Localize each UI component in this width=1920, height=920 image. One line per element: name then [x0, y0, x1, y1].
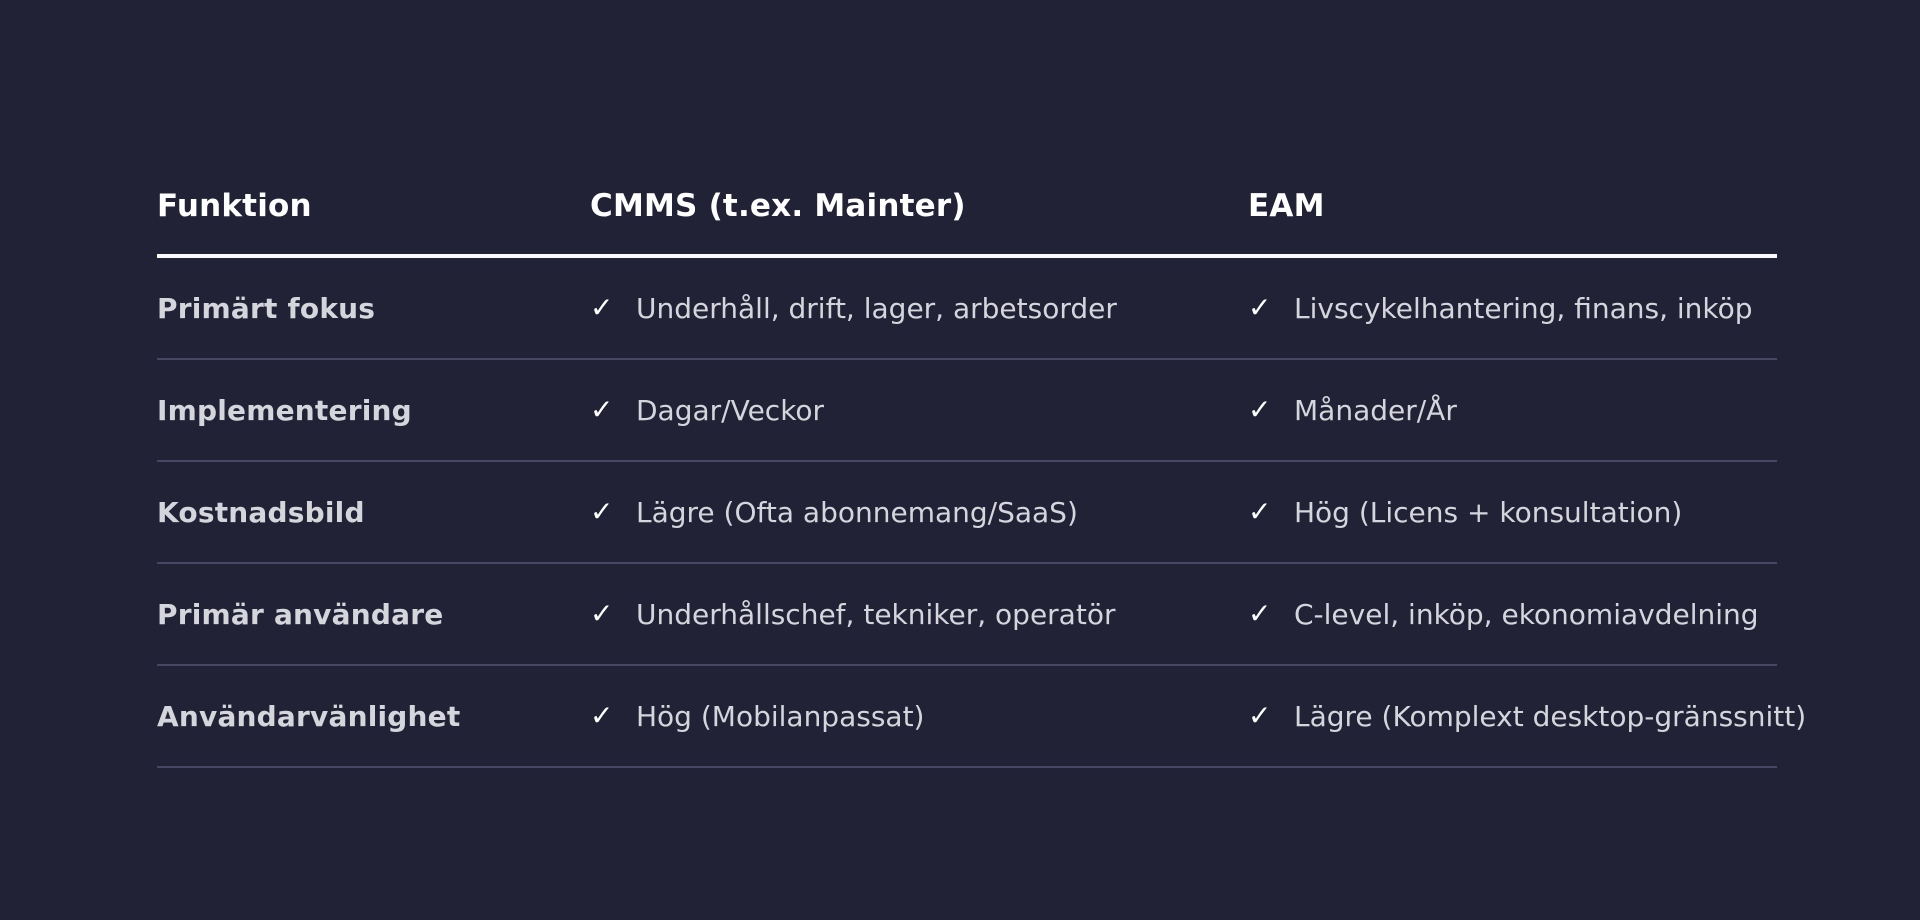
- cell-text: Lägre (Komplext desktop-gränssnitt): [1294, 699, 1807, 733]
- row-label: Primär användare: [157, 597, 444, 631]
- comparison-table: Funktion CMMS (t.ex. Mainter) EAM Primär…: [157, 157, 1806, 768]
- table-row: Kostnadsbild ✓ Lägre (Ofta abonnemang/Sa…: [157, 462, 1777, 564]
- cmms-cell: ✓ Underhållschef, tekniker, operatör: [590, 598, 1248, 631]
- row-label: Användarvänlighet: [157, 699, 461, 733]
- row-label: Kostnadsbild: [157, 495, 365, 529]
- cmms-cell: ✓ Dagar/Veckor: [590, 394, 1248, 427]
- eam-cell: ✓ Lägre (Komplext desktop-gränssnitt): [1248, 700, 1806, 733]
- check-icon: ✓: [1248, 699, 1272, 732]
- check-icon: ✓: [1248, 597, 1272, 630]
- check-icon: ✓: [590, 291, 614, 324]
- table-row: Implementering ✓ Dagar/Veckor ✓ Månader/…: [157, 360, 1777, 462]
- cell-text: Dagar/Veckor: [636, 393, 825, 427]
- cell-text: Månader/År: [1294, 393, 1457, 427]
- cmms-cell: ✓ Underhåll, drift, lager, arbetsorder: [590, 292, 1248, 325]
- cell-text: Underhåll, drift, lager, arbetsorder: [636, 291, 1117, 325]
- check-icon: ✓: [1248, 291, 1272, 324]
- cmms-cell: ✓ Lägre (Ofta abonnemang/SaaS): [590, 496, 1248, 529]
- cmms-cell: ✓ Hög (Mobilanpassat): [590, 700, 1248, 733]
- cell-text: Livscykelhantering, finans, inköp: [1294, 291, 1753, 325]
- row-label: Primärt fokus: [157, 291, 376, 325]
- column-header-eam: EAM: [1248, 187, 1325, 224]
- table-row: Primär användare ✓ Underhållschef, tekni…: [157, 564, 1777, 666]
- check-icon: ✓: [590, 699, 614, 732]
- cell-text: Hög (Mobilanpassat): [636, 699, 925, 733]
- column-header-funktion: Funktion: [157, 187, 312, 224]
- column-header-cmms: CMMS (t.ex. Mainter): [590, 187, 966, 224]
- eam-cell: ✓ C-level, inköp, ekonomiavdelning: [1248, 598, 1777, 631]
- eam-cell: ✓ Månader/År: [1248, 394, 1777, 427]
- check-icon: ✓: [1248, 393, 1272, 426]
- check-icon: ✓: [1248, 495, 1272, 528]
- cell-text: Underhållschef, tekniker, operatör: [636, 597, 1116, 631]
- cell-text: C-level, inköp, ekonomiavdelning: [1294, 597, 1759, 631]
- table-header-row: Funktion CMMS (t.ex. Mainter) EAM: [157, 157, 1777, 258]
- check-icon: ✓: [590, 393, 614, 426]
- eam-cell: ✓ Hög (Licens + konsultation): [1248, 496, 1777, 529]
- eam-cell: ✓ Livscykelhantering, finans, inköp: [1248, 292, 1777, 325]
- table-row: Primärt fokus ✓ Underhåll, drift, lager,…: [157, 258, 1777, 360]
- table-row: Användarvänlighet ✓ Hög (Mobilanpassat) …: [157, 666, 1806, 768]
- cell-text: Hög (Licens + konsultation): [1294, 495, 1683, 529]
- check-icon: ✓: [590, 597, 614, 630]
- check-icon: ✓: [590, 495, 614, 528]
- row-label: Implementering: [157, 393, 412, 427]
- cell-text: Lägre (Ofta abonnemang/SaaS): [636, 495, 1078, 529]
